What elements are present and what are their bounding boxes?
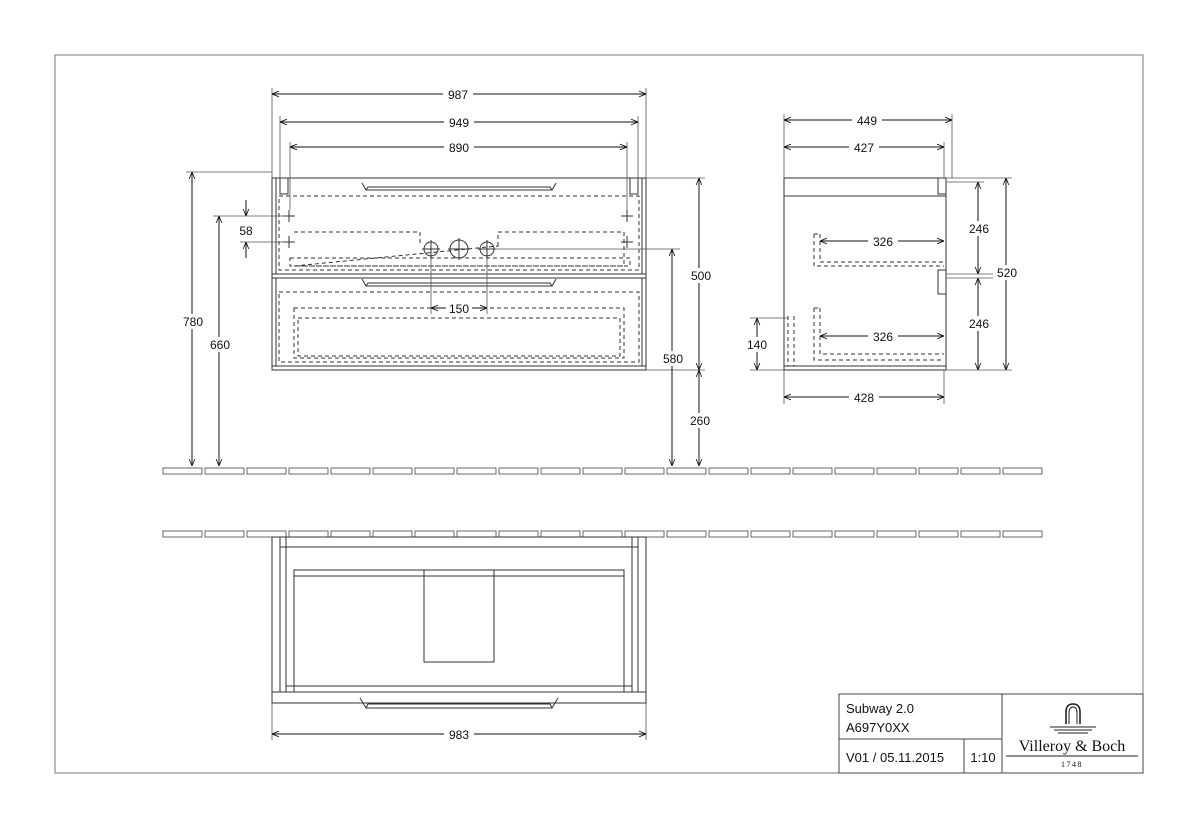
wall-line-plan [162,530,1043,538]
dim-upper-drawer-height: 246 [969,222,989,236]
tile [456,530,497,538]
drawing-scale: 1:10 [970,750,995,765]
tile [540,467,581,475]
tile [918,530,959,538]
tile [624,530,665,538]
dim-base-depth: 428 [854,391,874,405]
tile [708,530,749,538]
tile [498,530,539,538]
tile [456,467,497,475]
tile [330,530,371,538]
version-date: V01 / 05.11.2015 [846,750,944,765]
product-name: Subway 2.0 [846,701,914,716]
plan-siphon-cutout [423,575,495,663]
dim-side-inner-depth: 427 [854,141,874,155]
dim-top-offset: 58 [239,224,253,238]
dim-cabinet-height: 500 [691,269,711,283]
article-number: A697Y0XX [846,720,910,735]
brand-year: 1748 [1061,760,1083,769]
dim-front-inner-width: 949 [449,116,469,130]
fixing-point-left [283,210,295,248]
tile [162,467,203,475]
dim-overall-height: 780 [183,315,203,329]
dim-lower-drawer-depth: 326 [873,330,893,344]
tile [750,530,791,538]
tile [246,530,287,538]
tile [288,530,329,538]
dim-floor-gap: 260 [690,414,710,428]
tile [624,467,665,475]
tile [834,530,875,538]
tile [540,530,581,538]
tile [372,467,413,475]
tile [666,467,707,475]
fixing-point-right [621,210,633,248]
tile [792,467,833,475]
plan-cabinet-outline [271,536,647,704]
tile [666,530,707,538]
tile [834,467,875,475]
tile [1002,467,1043,475]
title-block: Subway 2.0 A697Y0XX V01 / 05.11.2015 1:1… [838,693,1144,774]
tile [288,467,329,475]
tile [792,530,833,538]
lower-drawer-handle [361,278,557,287]
brand-name: Villeroy & Boch [1019,738,1126,755]
dim-plan-overall-width: 983 [449,728,469,742]
tile [918,467,959,475]
tile [162,530,203,538]
tap-hole-right [478,240,496,258]
side-cabinet-outline [783,177,947,371]
floor-line-front [162,467,1043,475]
front-view: 987 949 890 150 780 660 58 [178,86,714,466]
tap-hole-left [422,240,440,258]
tap-hole-center [448,238,470,260]
tile [414,530,455,538]
tile [582,467,623,475]
side-view: 449 427 326 326 428 246 246 520 [742,112,1023,405]
tile [204,467,245,475]
tile [960,467,1001,475]
upper-drawer-handle [361,182,557,191]
tile [372,530,413,538]
villeroy-boch-logo-icon [1050,703,1096,734]
sheet-border [54,54,1144,774]
plan-handle [359,697,559,709]
tile [1002,530,1043,538]
tile [876,467,917,475]
tile [246,467,287,475]
tile [960,530,1001,538]
tile [498,467,539,475]
tile [876,530,917,538]
tile [330,467,371,475]
dim-upper-drawer-depth: 326 [873,235,893,249]
dim-side-overall-depth: 449 [857,114,877,128]
dim-siphon-height: 140 [747,338,767,352]
tile [750,467,791,475]
dim-tap-spacing: 150 [449,302,469,316]
dim-bracket-spacing: 890 [449,141,469,155]
plan-view: 983 [271,536,647,742]
tile [582,530,623,538]
dim-top-of-cabinet: 580 [663,352,683,366]
tile [708,467,749,475]
tile [414,467,455,475]
dim-side-height: 520 [997,266,1017,280]
dim-fixing-height: 660 [210,338,230,352]
tile [204,530,245,538]
dim-lower-drawer-height: 246 [969,317,989,331]
dim-front-overall-width: 987 [448,88,468,102]
